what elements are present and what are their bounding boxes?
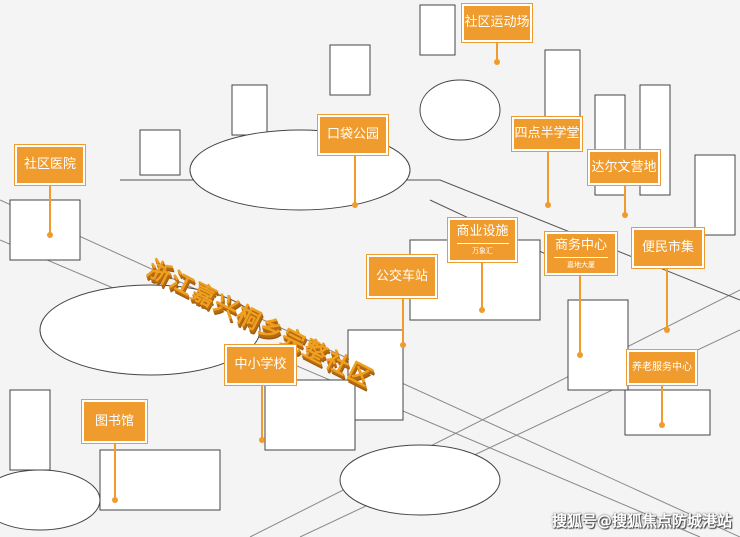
building (231, 84, 268, 136)
label-text: 商业设施 (456, 224, 509, 239)
label-text: 商务中心 (554, 237, 607, 253)
label-text: 口袋公园 (326, 127, 379, 142)
building (694, 154, 736, 236)
building (347, 329, 404, 421)
pin-afterschool (545, 148, 551, 208)
label-subtext: 万象汇 (456, 243, 509, 256)
label-text: 达尔文营地 (591, 159, 657, 175)
label-hospital[interactable]: 社区医院 (14, 144, 86, 186)
building (419, 4, 456, 56)
label-market[interactable]: 便民市集 (631, 227, 705, 269)
building (329, 44, 371, 96)
label-bus-station[interactable]: 公交车站 (366, 254, 438, 299)
building (9, 389, 51, 471)
tree-cluster (419, 79, 501, 141)
label-text: 公交车站 (375, 268, 428, 284)
pin-bus (400, 296, 406, 348)
pin-hospital (47, 183, 53, 238)
hospital-building (9, 199, 81, 261)
building (139, 129, 181, 176)
label-text: 四点半学堂 (514, 126, 580, 141)
label-afterschool[interactable]: 四点半学堂 (511, 116, 583, 152)
label-subtext: 嘉地大厦 (553, 256, 609, 270)
pin-camp (622, 183, 628, 218)
label-darwin-camp[interactable]: 达尔文营地 (587, 149, 661, 186)
label-text: 图书馆 (94, 413, 134, 429)
label-text: 养老服务中心 (632, 361, 692, 373)
pin-park (352, 153, 358, 208)
label-text: 中小学校 (234, 357, 287, 372)
label-library[interactable]: 图书馆 (81, 399, 148, 444)
pin-sports (494, 40, 500, 65)
pin-library (112, 441, 118, 503)
pin-market (664, 266, 670, 333)
label-elderly-care[interactable]: 养老服务中心 (626, 349, 698, 386)
office-tower (567, 299, 629, 391)
tree-cluster (339, 444, 501, 516)
label-text: 社区医院 (23, 157, 76, 172)
label-text: 便民市集 (641, 240, 694, 255)
school-building (264, 379, 356, 451)
label-pocket-park[interactable]: 口袋公园 (317, 114, 389, 156)
pin-commerce (479, 260, 485, 313)
library-building (99, 449, 221, 511)
label-sports-field[interactable]: 社区运动场 (461, 3, 533, 43)
label-school[interactable]: 中小学校 (224, 344, 297, 386)
pin-elderly (659, 383, 665, 428)
building (624, 389, 711, 436)
label-text: 社区运动场 (464, 15, 530, 30)
pin-school (259, 383, 265, 443)
watermark: 搜狐号@搜狐焦点防城港站 (551, 512, 732, 530)
tree-cluster (0, 469, 101, 531)
label-business-center[interactable]: 商务中心嘉地大厦 (544, 231, 618, 276)
tree-cluster (39, 284, 261, 376)
pin-business (577, 273, 583, 358)
label-commerce[interactable]: 商业设施万象汇 (447, 217, 518, 263)
